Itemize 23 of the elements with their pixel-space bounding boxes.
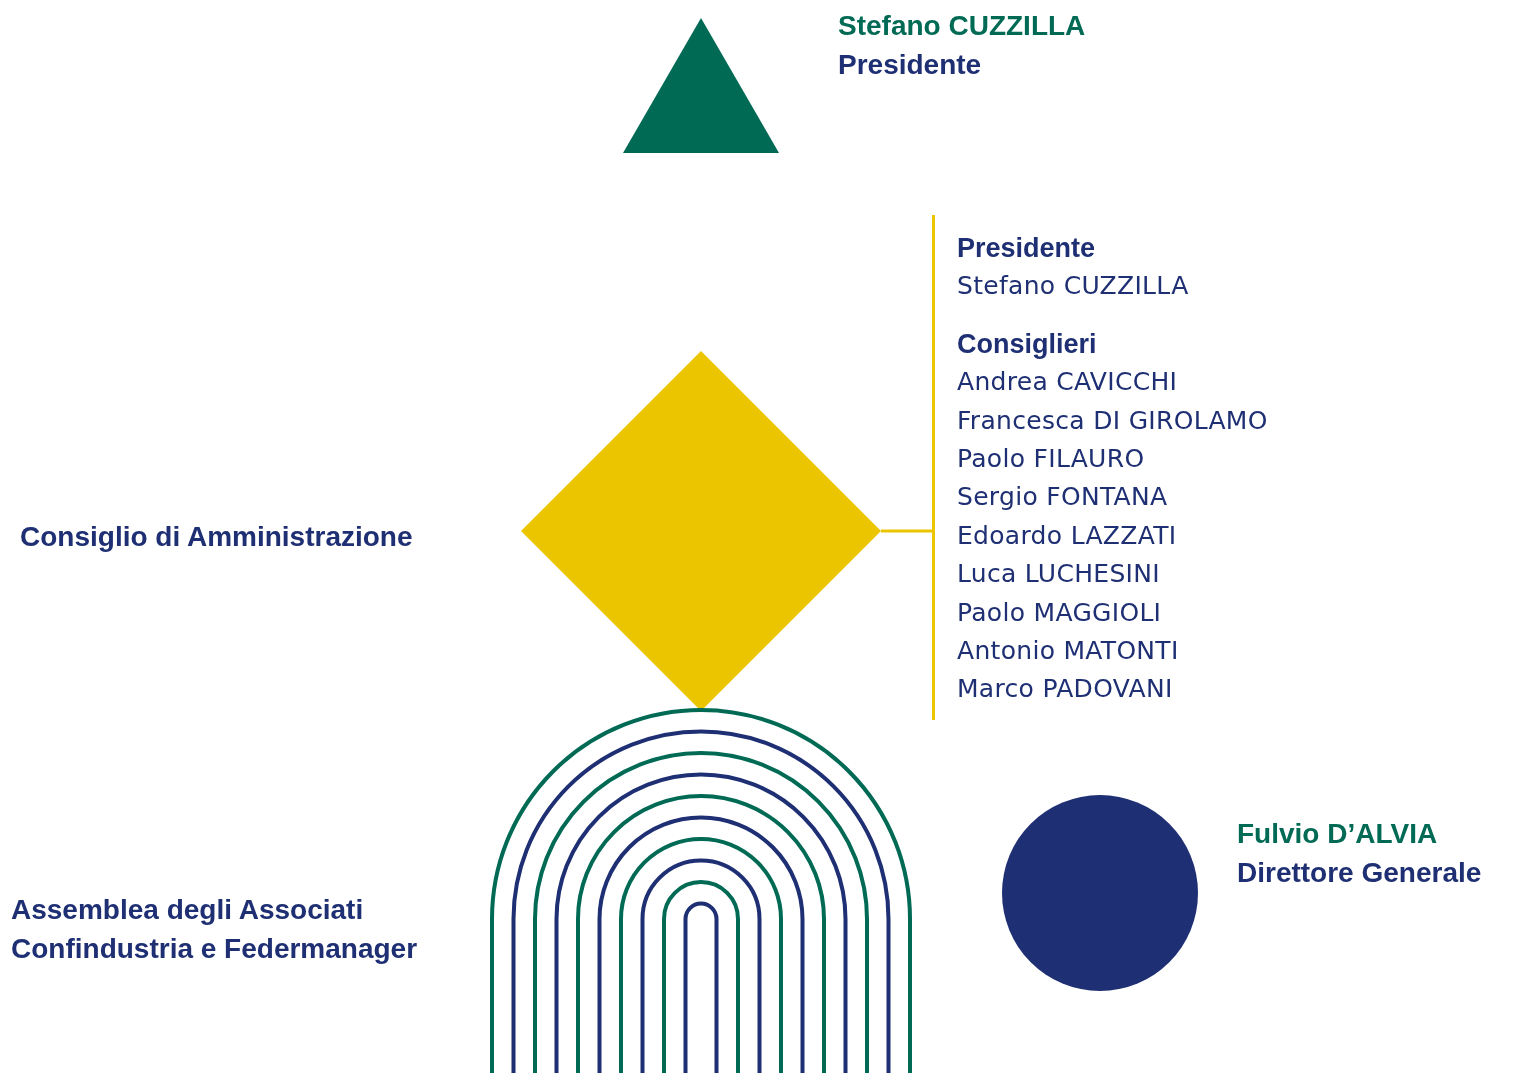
node-caption: Assemblea degli Associati Confindustria e Federmanager <box>11 893 419 966</box>
role-caption: Direttore Generale <box>1237 856 1482 890</box>
circle-shape <box>1002 795 1198 991</box>
member-name: Stefano CUZZILLA <box>957 270 1190 303</box>
connector-line <box>881 529 932 533</box>
node-caption: Stefano CUZZILLA <box>838 9 1086 43</box>
node-caption: Fulvio D’ALVIA <box>1237 817 1439 851</box>
member-name: Andrea CAVICCHI <box>957 366 1179 399</box>
member-name: Francesca DI GIROLAMO <box>957 404 1269 437</box>
triangle-shape <box>623 18 779 153</box>
member-name: Sergio FONTANA <box>957 481 1169 514</box>
role-heading: Presidente <box>957 232 1097 265</box>
role-heading: Consiglieri <box>957 327 1098 361</box>
member-name: Edoardo LAZZATI <box>957 519 1178 552</box>
node-caption: Consiglio di Amministrazione <box>20 520 413 554</box>
member-name: Paolo FILAURO <box>957 443 1146 476</box>
member-name: Paolo MAGGIOLI <box>957 596 1163 629</box>
role-caption: Presidente <box>838 48 983 82</box>
member-name: Luca LUCHESINI <box>957 558 1161 591</box>
member-name: Antonio MATONTI <box>957 635 1180 668</box>
diamond-shape <box>521 351 881 711</box>
member-name: Marco PADOVANI <box>957 673 1174 706</box>
arch-drawing <box>490 708 912 1073</box>
